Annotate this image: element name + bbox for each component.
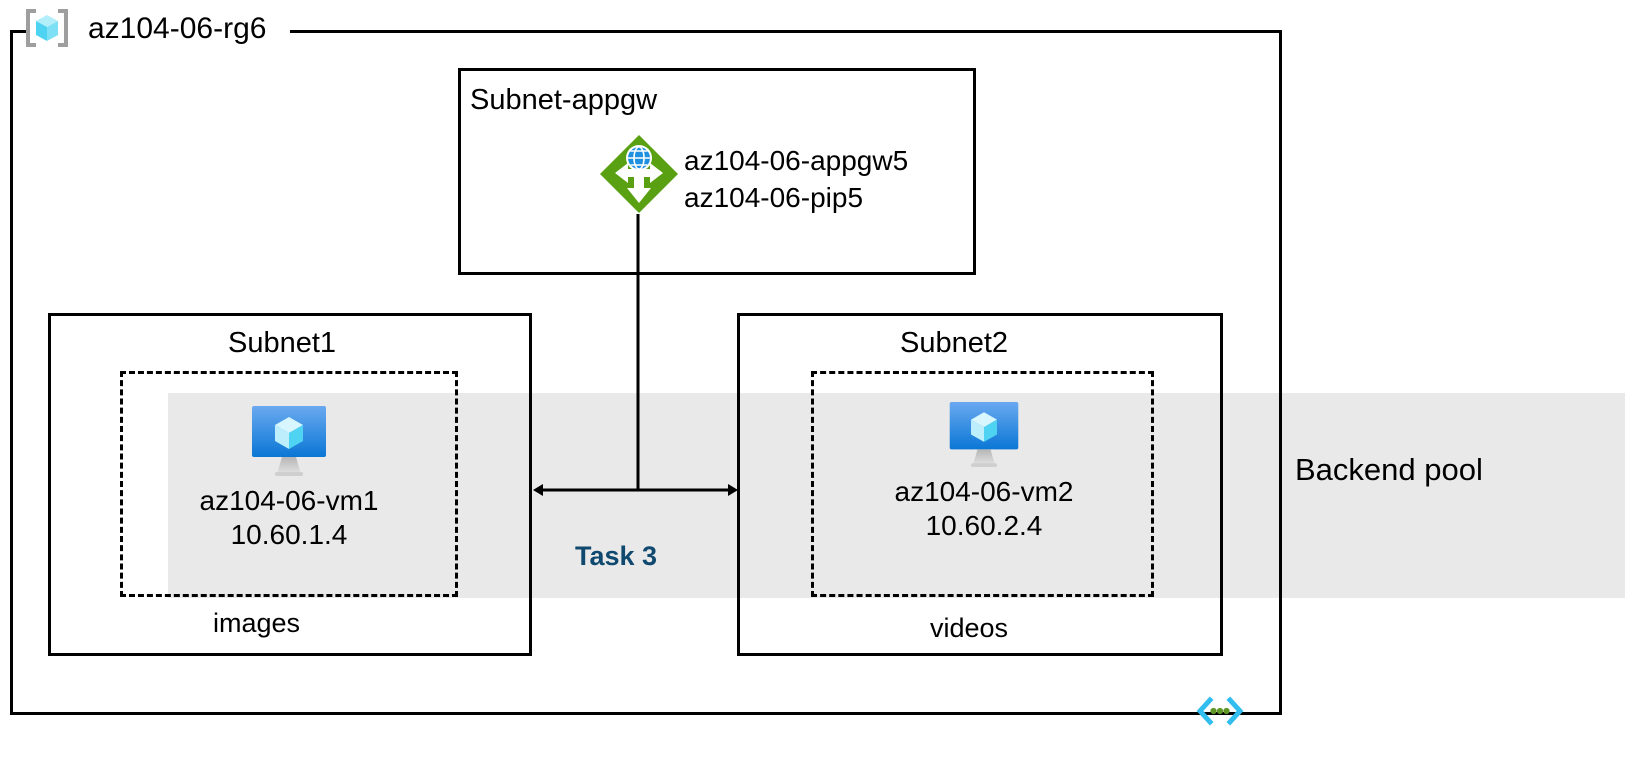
subnet2-box	[737, 313, 1223, 656]
virtual-machine-icon	[252, 406, 326, 476]
backend-pool-label: Backend pool	[1295, 452, 1483, 487]
backend-pool-band	[168, 393, 1625, 598]
subnet2-caption: videos	[930, 613, 1009, 643]
subnet-appgw-title: Subnet-appgw	[470, 84, 658, 116]
task-3-label: Task 3	[575, 541, 658, 571]
subnet1-dashed-boundary	[120, 371, 458, 597]
subnet1-title: Subnet1	[228, 327, 337, 359]
appgw-resource-labels: az104-06-appgw5 az104-06-pip5	[684, 142, 908, 216]
subnet2-title: Subnet2	[900, 327, 1009, 359]
resource-group-boundary	[10, 30, 1282, 715]
subnet1-caption: images	[213, 608, 301, 638]
vm1-name: az104-06-vm1	[199, 485, 379, 516]
subnet2-dashed-boundary	[811, 371, 1154, 597]
resource-group-cube-icon	[24, 8, 70, 48]
resource-group-title-mask	[30, 16, 290, 50]
vm2-name: az104-06-vm2	[894, 476, 1074, 507]
application-gateway-icon	[598, 133, 680, 215]
vm1-ip: 10.60.1.4	[230, 519, 348, 550]
public-ip-name: az104-06-pip5	[684, 182, 864, 213]
vm2-block: az104-06-vm2 10.60.2.4	[855, 400, 1113, 543]
appgw-name: az104-06-appgw5	[684, 145, 909, 176]
resource-group-name: az104-06-rg6	[88, 12, 267, 45]
virtual-network-icon	[1196, 694, 1244, 728]
virtual-machine-icon	[949, 402, 1019, 467]
vm2-ip: 10.60.2.4	[925, 510, 1043, 541]
vm1-block: az104-06-vm1 10.60.1.4	[160, 404, 418, 552]
subnet1-box	[48, 313, 532, 656]
subnet-appgw-box	[458, 68, 976, 275]
